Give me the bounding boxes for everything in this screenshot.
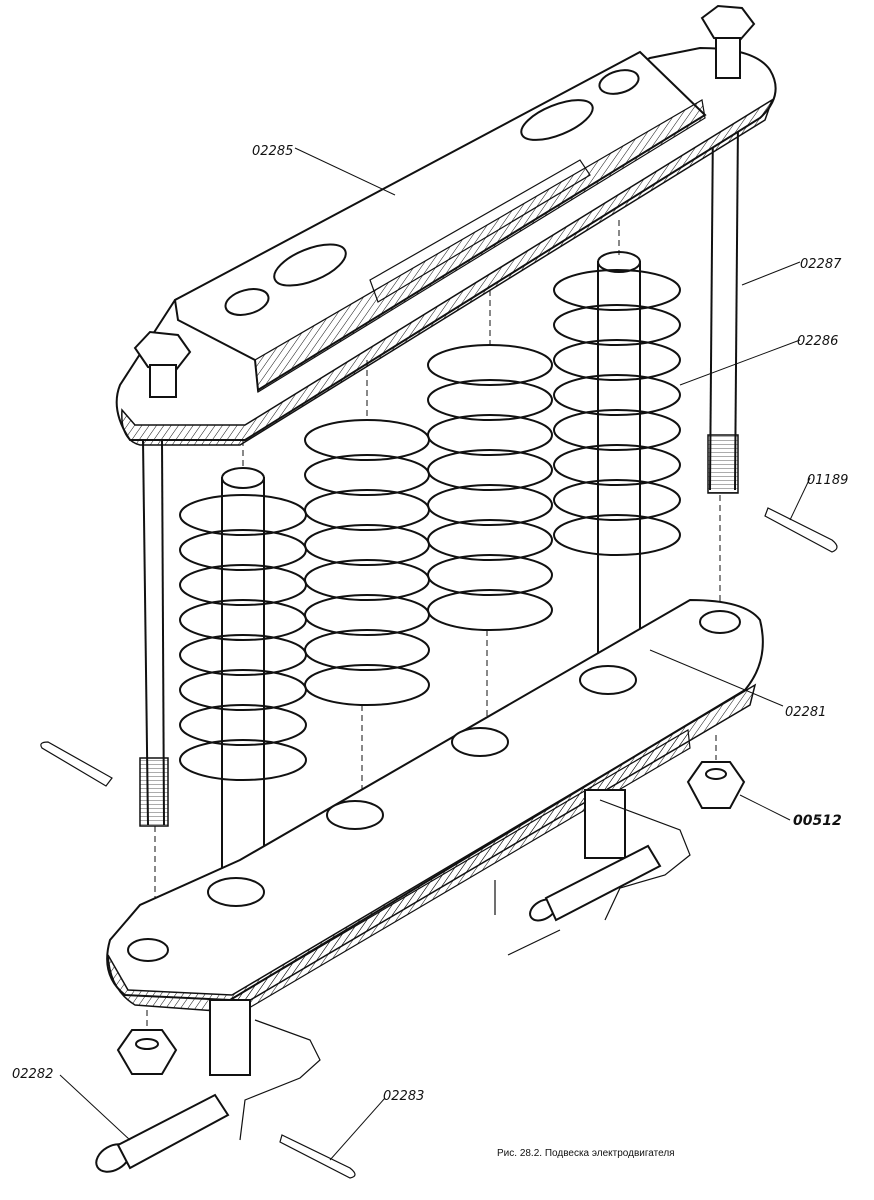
label-02286: 02286 (797, 334, 838, 349)
bottom-bar (106, 598, 764, 1019)
lower-rods (209, 789, 626, 1076)
spring-2 (304, 360, 430, 800)
nut-left (116, 1010, 178, 1075)
top-bar (115, 4, 777, 446)
nut-right (686, 735, 746, 809)
label-02282: 02282 (12, 1067, 53, 1082)
spring-4 (553, 220, 681, 683)
cotter-pin-right (764, 507, 838, 553)
label-02283: 02283 (383, 1089, 424, 1104)
support-bracket (239, 799, 691, 1141)
leader-lines (59, 147, 811, 1161)
label-02287: 02287 (800, 257, 842, 272)
left-tie-rod (139, 439, 169, 940)
pin-bottom-right (529, 844, 662, 922)
figure-caption: Рис. 28.2. Подвеска электродвигателя (497, 1148, 675, 1159)
spring-1 (179, 440, 307, 919)
cotter-pin-left (40, 741, 113, 787)
right-tie-rod (707, 119, 739, 615)
label-01189: 01189 (807, 473, 848, 488)
label-02285: 02285 (252, 144, 293, 159)
label-00512: 00512 (793, 813, 842, 829)
spring-3 (427, 290, 553, 725)
label-02281: 02281 (785, 705, 826, 720)
cotter-pin-bottom (279, 1134, 356, 1179)
pin-bottom-left (95, 1093, 230, 1173)
